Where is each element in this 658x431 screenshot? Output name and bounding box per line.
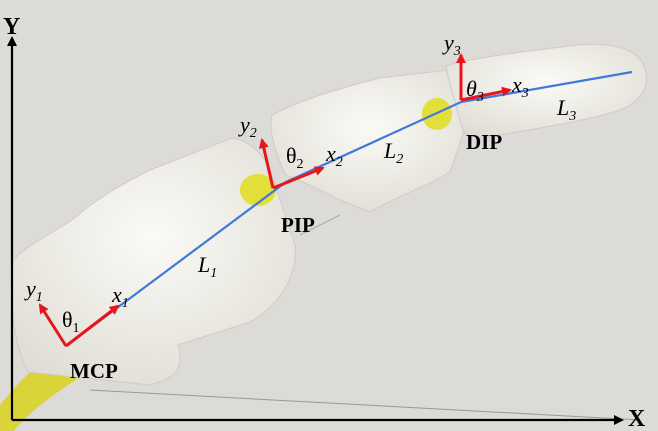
frame3-x-arrow <box>460 86 512 102</box>
frame2-y-label: y2 <box>238 112 257 141</box>
link3-label: L3 <box>556 95 576 124</box>
frame2-x-arrow <box>272 166 325 190</box>
mcp-label: MCP <box>70 359 118 383</box>
frame1-y-arrow <box>38 303 68 347</box>
theta2-label: θ2 <box>286 143 304 172</box>
theta3-label: θ3 <box>466 76 484 105</box>
distal-phalanx <box>445 43 647 138</box>
tendon-wire <box>89 389 641 421</box>
pip-label: PIP <box>281 213 315 237</box>
middle-phalanx <box>270 69 468 213</box>
dip-label: DIP <box>466 130 502 154</box>
frame1-x-label: x1 <box>111 282 129 311</box>
frame3-y-label: y3 <box>442 30 461 59</box>
frame3-x-label: x3 <box>511 72 529 101</box>
x-axis-label: X <box>628 406 646 431</box>
link1-label: L1 <box>197 252 217 281</box>
link-centerline <box>65 70 633 347</box>
frame-3: y3 x3 θ3 <box>442 30 529 105</box>
proximal-phalanx <box>10 137 296 386</box>
frame1-y-label: y1 <box>24 276 43 305</box>
frame2-y-arrow <box>258 138 275 189</box>
frame1-x-arrow <box>65 304 120 348</box>
frame-2: y2 x2 θ2 <box>238 112 343 190</box>
theta1-label: θ1 <box>62 307 80 336</box>
y-axis-label: Y <box>3 14 20 40</box>
frame2-x-label: x2 <box>325 141 343 170</box>
frame-1: y1 x1 θ1 <box>24 276 129 348</box>
pip-joint <box>240 174 276 206</box>
link2-label: L2 <box>383 138 403 167</box>
tendon-wire-2 <box>299 214 341 236</box>
